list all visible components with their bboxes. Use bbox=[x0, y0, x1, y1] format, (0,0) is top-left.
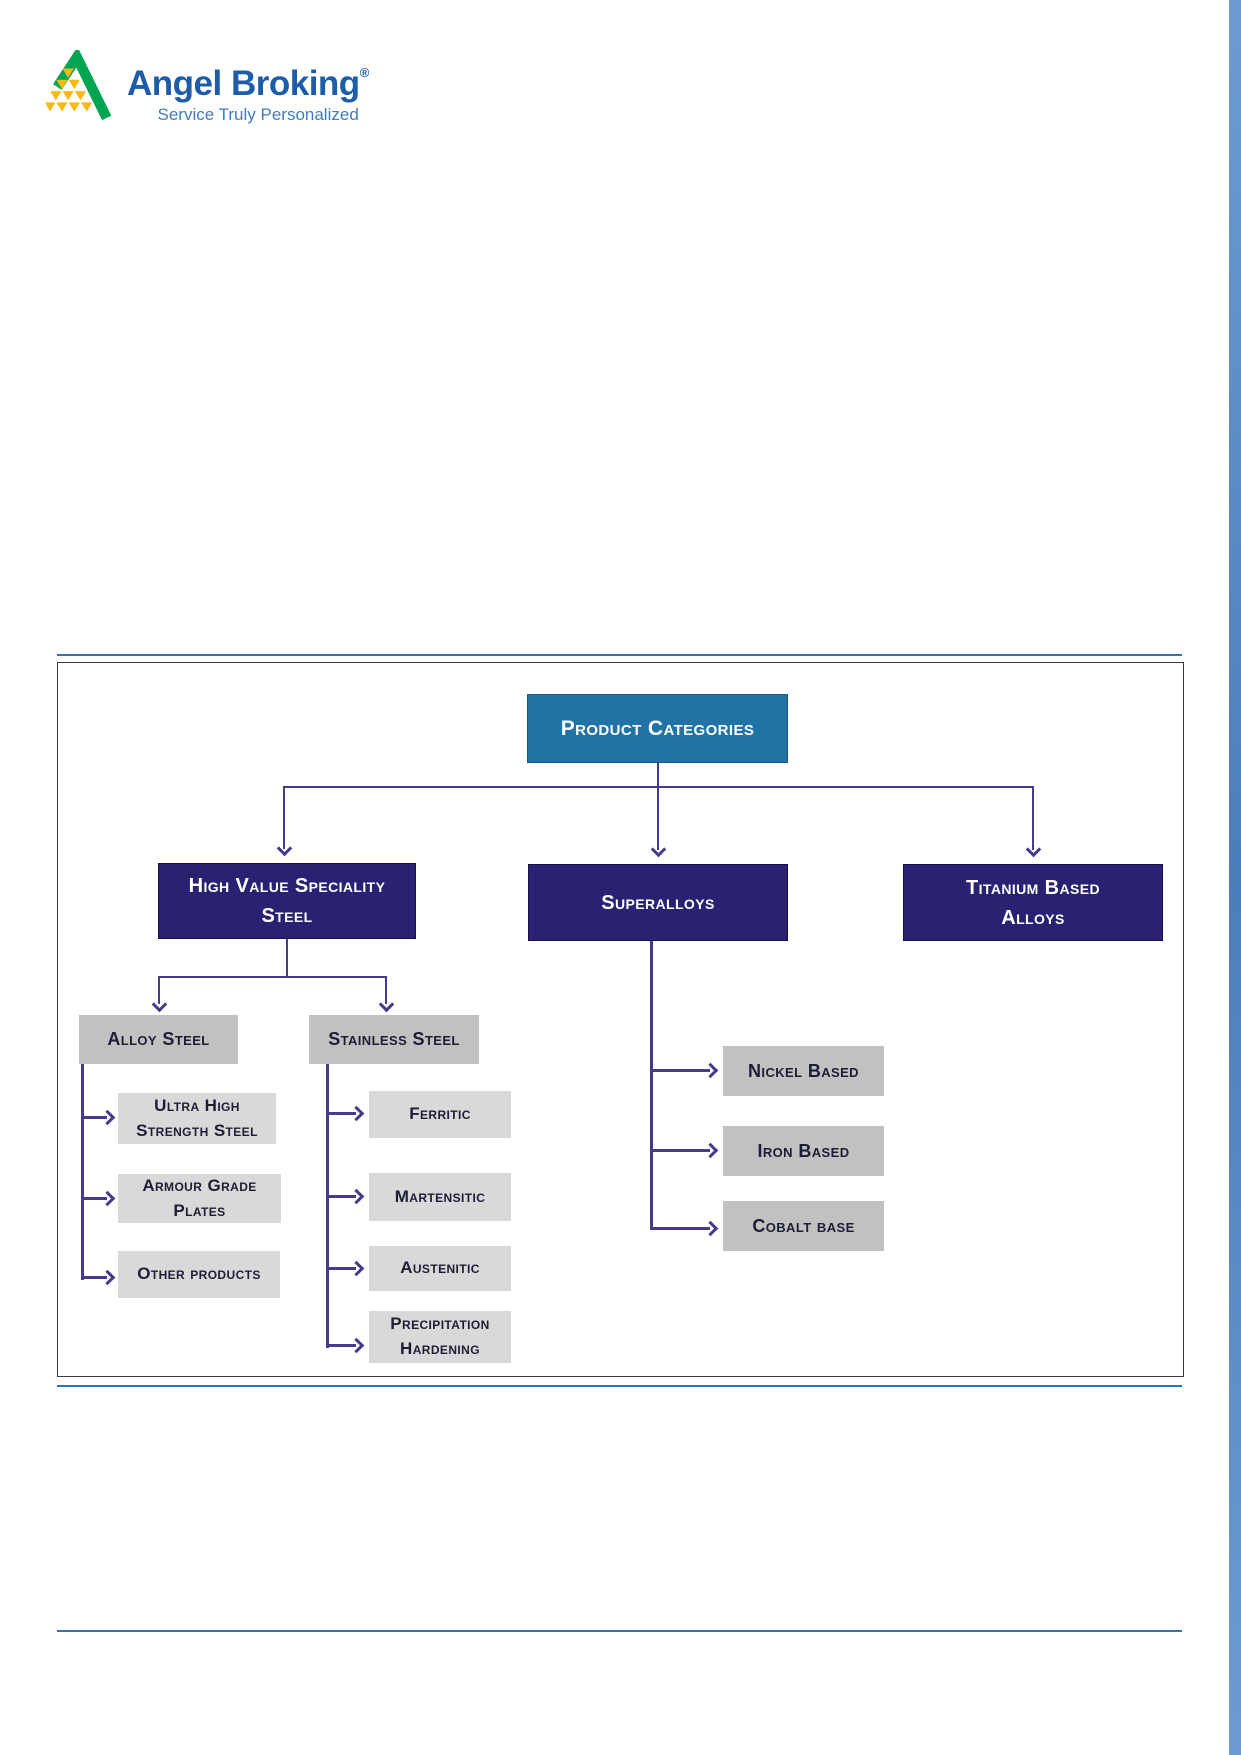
registered-mark: ® bbox=[359, 65, 370, 80]
angel-broking-logo: Angel Broking® Service Truly Personalize… bbox=[45, 50, 369, 125]
connector-vline bbox=[283, 786, 285, 849]
titanium-based-alloys-box: Titanium Based Alloys bbox=[903, 864, 1163, 941]
arrow-right-icon bbox=[702, 1220, 719, 1237]
connector-vline bbox=[81, 1064, 84, 1280]
nickel-based-box: Nickel Based bbox=[723, 1046, 884, 1096]
stainless-steel-box: Stainless Steel bbox=[309, 1015, 479, 1064]
connector-vline bbox=[385, 976, 387, 1004]
divider-above-diagram bbox=[57, 654, 1182, 656]
connector-hline bbox=[326, 1195, 356, 1198]
logo-text-block: Angel Broking® Service Truly Personalize… bbox=[127, 66, 369, 125]
connector-hline bbox=[326, 1344, 356, 1347]
austenitic-box: Austenitic bbox=[369, 1246, 511, 1291]
arrow-right-icon bbox=[348, 1188, 365, 1205]
logo-tagline: Service Truly Personalized bbox=[157, 105, 359, 124]
brand-name: Angel Broking bbox=[127, 64, 360, 103]
arrow-down-icon bbox=[378, 996, 395, 1013]
connector-vline bbox=[650, 941, 653, 1229]
logo-mark-icon bbox=[45, 50, 112, 121]
connector-vline bbox=[326, 1064, 329, 1348]
connector-vline bbox=[286, 939, 288, 976]
connector-hline bbox=[284, 786, 1034, 788]
arrow-right-icon bbox=[702, 1062, 719, 1079]
connector-hline bbox=[650, 1227, 710, 1230]
arrow-right-icon bbox=[348, 1260, 365, 1277]
arrow-right-icon bbox=[99, 1109, 116, 1126]
connector-hline bbox=[650, 1069, 710, 1072]
connector-vline bbox=[657, 786, 659, 850]
arrow-right-icon bbox=[702, 1142, 719, 1159]
precipitation-hardening-box: Precipitation Hardening bbox=[369, 1311, 511, 1363]
iron-based-box: Iron Based bbox=[723, 1126, 884, 1176]
ultra-high-strength-steel-box: Ultra High Strength Steel bbox=[118, 1093, 276, 1144]
connector-hline bbox=[81, 1197, 107, 1200]
superalloys-box: Superalloys bbox=[528, 864, 788, 941]
connector-hline bbox=[158, 976, 387, 978]
connector-hline bbox=[326, 1112, 356, 1115]
alloy-steel-box: Alloy Steel bbox=[79, 1015, 238, 1064]
connector-vline bbox=[657, 763, 659, 787]
connector-hline bbox=[81, 1116, 107, 1119]
connector-vline bbox=[158, 976, 160, 1004]
other-products-box: Other products bbox=[118, 1251, 280, 1298]
connector-hline bbox=[81, 1276, 107, 1279]
connector-hline bbox=[650, 1149, 710, 1152]
arrow-down-icon bbox=[276, 840, 293, 857]
connector-hline bbox=[326, 1267, 356, 1270]
arrow-right-icon bbox=[99, 1190, 116, 1207]
ferritic-box: Ferritic bbox=[369, 1091, 511, 1138]
arrow-right-icon bbox=[99, 1269, 116, 1286]
connector-vline bbox=[1032, 786, 1034, 850]
divider-below-diagram bbox=[57, 1385, 1182, 1387]
arrow-right-icon bbox=[348, 1105, 365, 1122]
arrow-down-icon bbox=[1025, 841, 1042, 858]
page-edge-accent-bar bbox=[1229, 0, 1241, 1755]
product-categories-box: Product Categories bbox=[527, 694, 788, 763]
armour-grade-plates-box: Armour Grade Plates bbox=[118, 1174, 281, 1223]
martensitic-box: Martensitic bbox=[369, 1173, 511, 1221]
divider-footer bbox=[57, 1630, 1182, 1632]
product-categories-diagram: Product Categories High Value Speciality… bbox=[57, 662, 1184, 1377]
high-value-speciality-steel-box: High Value Speciality Steel bbox=[158, 863, 416, 939]
arrow-right-icon bbox=[348, 1337, 365, 1354]
arrow-down-icon bbox=[151, 996, 168, 1013]
cobalt-base-box: Cobalt base bbox=[723, 1201, 884, 1251]
arrow-down-icon bbox=[650, 841, 667, 858]
logo-brand-text: Angel Broking® bbox=[127, 66, 369, 101]
